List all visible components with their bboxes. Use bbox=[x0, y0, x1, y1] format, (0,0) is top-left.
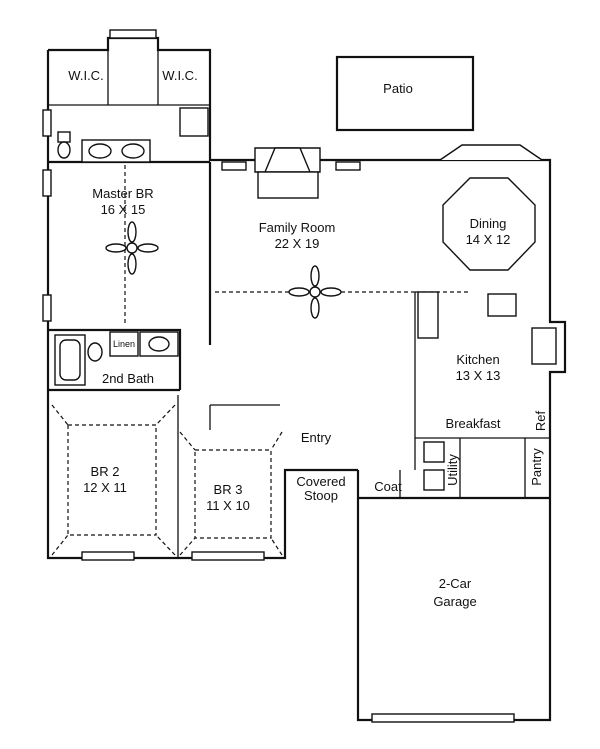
breakfast-label: Breakfast bbox=[446, 416, 501, 431]
patio-outline bbox=[335, 55, 475, 132]
pantry-label: Pantry bbox=[529, 448, 544, 486]
br2-name: BR 2 bbox=[91, 464, 120, 479]
family-room-size: 22 X 19 bbox=[275, 236, 320, 251]
covered-stoop-line1: Covered bbox=[296, 474, 345, 489]
coat-label: Coat bbox=[374, 479, 402, 494]
garage-line2: Garage bbox=[433, 594, 476, 609]
ceiling-fan-master-icon bbox=[105, 221, 159, 275]
windows bbox=[42, 29, 515, 723]
garage-line1: 2-Car bbox=[439, 576, 472, 591]
kitchen-name: Kitchen bbox=[456, 352, 499, 367]
dining-size: 14 X 12 bbox=[466, 232, 511, 247]
linen-label: Linen bbox=[113, 339, 135, 349]
ceiling-fan-family-icon bbox=[288, 265, 342, 319]
br3-name: BR 3 bbox=[214, 482, 243, 497]
ref-label: Ref bbox=[533, 410, 548, 431]
family-room-name: Family Room bbox=[259, 220, 336, 235]
master-br-size: 16 X 15 bbox=[101, 202, 146, 217]
interior-walls bbox=[48, 50, 550, 558]
wic-left-label: W.I.C. bbox=[68, 68, 103, 83]
utility-label: Utility bbox=[445, 454, 460, 486]
patio-label: Patio bbox=[383, 81, 413, 96]
br3-size: 11 X 10 bbox=[206, 498, 250, 513]
entry-label: Entry bbox=[301, 430, 332, 445]
covered-stoop-line2: Stoop bbox=[304, 488, 338, 503]
second-bath-label: 2nd Bath bbox=[102, 371, 154, 386]
fixtures bbox=[54, 107, 557, 491]
br2-size: 12 X 11 bbox=[83, 480, 127, 495]
wic-right-label: W.I.C. bbox=[162, 68, 197, 83]
master-br-name: Master BR bbox=[92, 186, 153, 201]
kitchen-size: 13 X 13 bbox=[456, 368, 501, 383]
dining-name: Dining bbox=[470, 216, 507, 231]
